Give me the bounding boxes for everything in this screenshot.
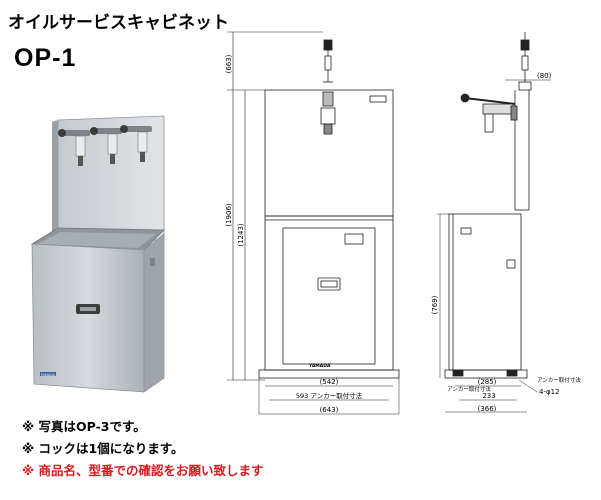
dim-anchor: 593 アンカー取付寸法 [296,391,363,400]
side-anchor-label-1: アンカー取付寸法 [447,385,491,393]
dim-285: (285) [478,378,497,386]
anchor-holes: 4-φ12 [539,388,560,396]
front-plate-text: YAMADA [308,363,331,369]
note-cock: ※ コックは1個になります。 [22,441,184,456]
product-photo: YAMADA [30,115,165,393]
dim-366: (366) [478,405,497,413]
cock-valves [58,125,152,166]
dim-inner-width: (542) [320,378,339,386]
lower-cabinet [31,243,145,393]
dim-total-height: (1906) [225,203,233,227]
page-title: オイルサービスキャビネット [8,13,229,33]
technical-drawing: (663) (1906) (1243) (542) 593 アンカー取付寸法 (… [225,31,581,415]
dim-offset: (80) [537,72,552,80]
model-number: OP-1 [14,44,77,72]
note-confirm: ※ 商品名、型番での確認をお願い致します [22,463,264,478]
dim-lower-height: (769) [431,295,439,314]
dim-body-height: (1243) [237,223,245,247]
dim-top: (663) [225,54,233,73]
dim-233: 233 [482,392,495,400]
note-photo: ※ 写真はOP-3です。 [22,419,146,434]
dim-total-width: (643) [320,406,339,414]
side-anchor-label-2: アンカー取付寸法 [537,376,581,384]
photo-plate-text: YAMADA [41,373,56,377]
